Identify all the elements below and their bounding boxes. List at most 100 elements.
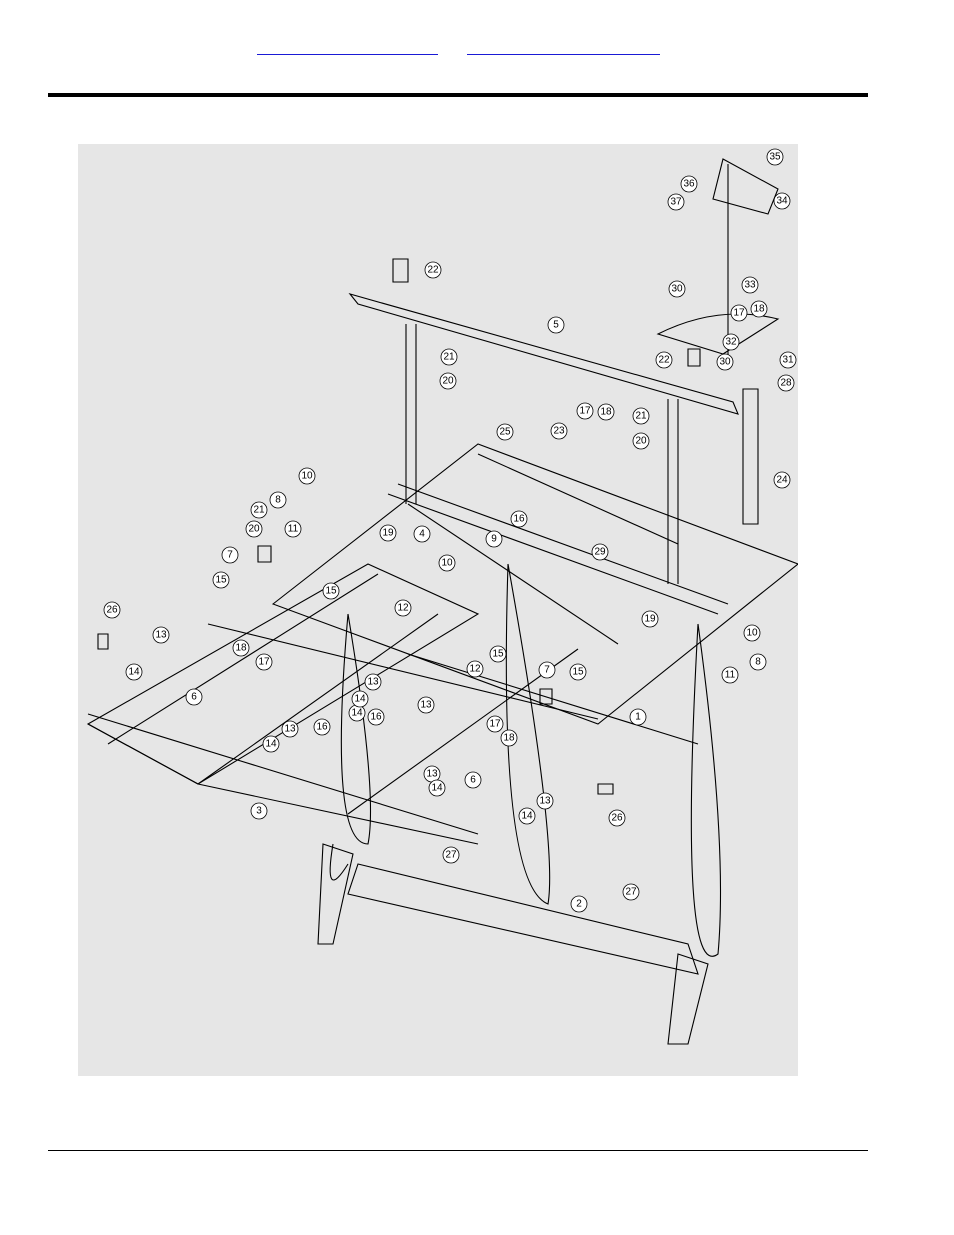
header-link-left[interactable] xyxy=(257,40,438,55)
callout-label: 17 xyxy=(489,719,501,730)
callout-label: 20 xyxy=(442,376,454,387)
callout-23: 23 xyxy=(551,423,567,439)
callout-26: 26 xyxy=(609,810,625,826)
callout-35: 35 xyxy=(767,149,783,165)
frame-drawing xyxy=(88,159,798,1044)
callout-11: 11 xyxy=(722,667,738,683)
callout-10: 10 xyxy=(439,555,455,571)
callout-32: 32 xyxy=(723,334,739,350)
callout-37: 37 xyxy=(668,194,684,210)
callout-label: 36 xyxy=(683,179,695,190)
callout-14: 14 xyxy=(519,808,535,824)
callout-22: 22 xyxy=(656,352,672,368)
callout-label: 13 xyxy=(420,700,432,711)
callout-label: 9 xyxy=(491,534,497,545)
callout-label: 23 xyxy=(553,426,565,437)
callout-14: 14 xyxy=(349,705,365,721)
callout-label: 32 xyxy=(725,337,737,348)
callout-21: 21 xyxy=(251,502,267,518)
callout-15: 15 xyxy=(213,572,229,588)
callout-label: 16 xyxy=(513,514,525,525)
callout-label: 37 xyxy=(670,197,682,208)
callout-17: 17 xyxy=(256,654,272,670)
callout-label: 21 xyxy=(253,505,265,516)
callout-label: 17 xyxy=(733,308,745,319)
callout-25: 25 xyxy=(497,424,513,440)
callout-label: 21 xyxy=(443,352,455,363)
callout-label: 13 xyxy=(155,630,167,641)
callout-label: 13 xyxy=(426,769,438,780)
callout-26: 26 xyxy=(104,602,120,618)
callout-label: 8 xyxy=(755,657,761,668)
callout-label: 18 xyxy=(600,407,612,418)
callout-3: 3 xyxy=(251,803,267,819)
callout-label: 12 xyxy=(397,603,409,614)
callout-label: 18 xyxy=(503,733,515,744)
callout-label: 6 xyxy=(470,775,476,786)
callout-20: 20 xyxy=(633,433,649,449)
callout-label: 35 xyxy=(769,152,781,163)
callout-label: 10 xyxy=(301,471,313,482)
callout-11: 11 xyxy=(285,521,301,537)
callout-label: 7 xyxy=(227,550,233,561)
callout-label: 15 xyxy=(492,649,504,660)
callout-label: 7 xyxy=(544,665,550,676)
callout-label: 20 xyxy=(248,524,260,535)
callout-14: 14 xyxy=(263,736,279,752)
callout-label: 2 xyxy=(576,899,582,910)
callout-label: 16 xyxy=(370,712,382,723)
callout-19: 19 xyxy=(380,525,396,541)
callout-label: 21 xyxy=(635,411,647,422)
callout-label: 31 xyxy=(782,355,794,366)
callout-label: 15 xyxy=(215,575,227,586)
callout-label: 18 xyxy=(235,643,247,654)
callout-12: 12 xyxy=(467,661,483,677)
callout-16: 16 xyxy=(314,719,330,735)
callout-label: 34 xyxy=(776,196,788,207)
callout-label: 26 xyxy=(106,605,118,616)
callout-34: 34 xyxy=(774,193,790,209)
callout-16: 16 xyxy=(368,709,384,725)
callout-13: 13 xyxy=(418,697,434,713)
callout-label: 16 xyxy=(316,722,328,733)
callout-label: 15 xyxy=(325,586,337,597)
callout-label: 28 xyxy=(780,378,792,389)
callout-21: 21 xyxy=(633,408,649,424)
callout-label: 5 xyxy=(553,320,559,331)
callout-24: 24 xyxy=(774,472,790,488)
callout-18: 18 xyxy=(233,640,249,656)
callout-17: 17 xyxy=(577,403,593,419)
callout-13: 13 xyxy=(282,721,298,737)
callout-4: 4 xyxy=(414,526,430,542)
callout-8: 8 xyxy=(750,654,766,670)
callout-14: 14 xyxy=(126,664,142,680)
callout-label: 6 xyxy=(191,692,197,703)
callout-18: 18 xyxy=(598,404,614,420)
header-link-right[interactable] xyxy=(467,40,660,55)
callout-7: 7 xyxy=(222,547,238,563)
callout-label: 25 xyxy=(499,427,511,438)
callout-8: 8 xyxy=(270,492,286,508)
callout-label: 17 xyxy=(258,657,270,668)
callout-18: 18 xyxy=(751,301,767,317)
callout-label: 14 xyxy=(128,667,140,678)
callout-label: 18 xyxy=(753,304,765,315)
callout-2: 2 xyxy=(571,896,587,912)
callout-27: 27 xyxy=(623,884,639,900)
callout-20: 20 xyxy=(440,373,456,389)
callout-15: 15 xyxy=(570,664,586,680)
callout-9: 9 xyxy=(486,531,502,547)
callout-label: 30 xyxy=(671,284,683,295)
callout-17: 17 xyxy=(731,305,747,321)
callout-30: 30 xyxy=(669,281,685,297)
callout-20: 20 xyxy=(246,521,262,537)
callout-label: 27 xyxy=(445,850,457,861)
callout-label: 15 xyxy=(572,667,584,678)
callout-10: 10 xyxy=(744,625,760,641)
callout-label: 14 xyxy=(354,694,366,705)
callout-7: 7 xyxy=(539,662,555,678)
callout-1: 1 xyxy=(630,709,646,725)
callout-label: 19 xyxy=(382,528,394,539)
callout-label: 24 xyxy=(776,475,788,486)
